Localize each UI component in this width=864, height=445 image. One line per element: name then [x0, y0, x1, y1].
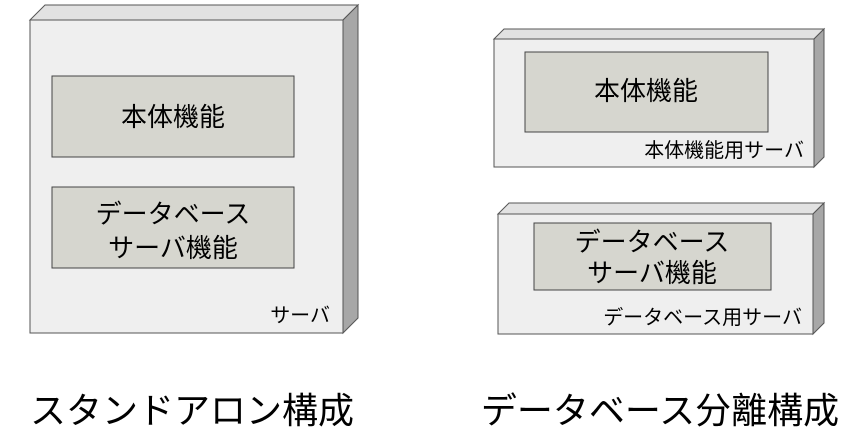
- separated-db-function-label-line1: データベース: [575, 228, 730, 258]
- standalone-server-top: [28, 4, 360, 21]
- standalone-server: 本体機能 データベース サーバ機能 サーバ: [28, 3, 360, 335]
- separated-caption: データベース分離構成: [481, 391, 839, 432]
- standalone-server-label: サーバ: [270, 303, 330, 327]
- separated-db-function-label-line2: サーバ機能: [587, 259, 717, 289]
- standalone-main-function-label: 本体機能: [121, 103, 225, 133]
- main-server-side: [813, 27, 825, 169]
- standalone-server-side: [342, 3, 359, 335]
- standalone-db-function-label-line1: データベース: [96, 200, 251, 230]
- main-function-server: 本体機能 本体機能用サーバ: [492, 27, 826, 169]
- separated-main-function-label: 本体機能: [594, 77, 698, 107]
- database-server: データベース サーバ機能 データベース用サーバ: [496, 201, 826, 336]
- main-server-label: 本体機能用サーバ: [644, 138, 804, 162]
- separated-db-function-box: [533, 222, 772, 291]
- separated-main-function-box: [524, 51, 769, 133]
- main-server-top: [492, 28, 826, 40]
- standalone-db-function-box: [51, 186, 295, 269]
- standalone-caption: スタンドアロン構成: [30, 391, 354, 432]
- db-server-side: [812, 201, 825, 336]
- standalone-db-function-label-line2: サーバ機能: [108, 234, 238, 264]
- standalone-main-function-box: [51, 75, 295, 158]
- db-server-label: データベース用サーバ: [603, 305, 802, 329]
- standalone-server-front: [29, 19, 344, 334]
- db-server-top: [496, 202, 826, 215]
